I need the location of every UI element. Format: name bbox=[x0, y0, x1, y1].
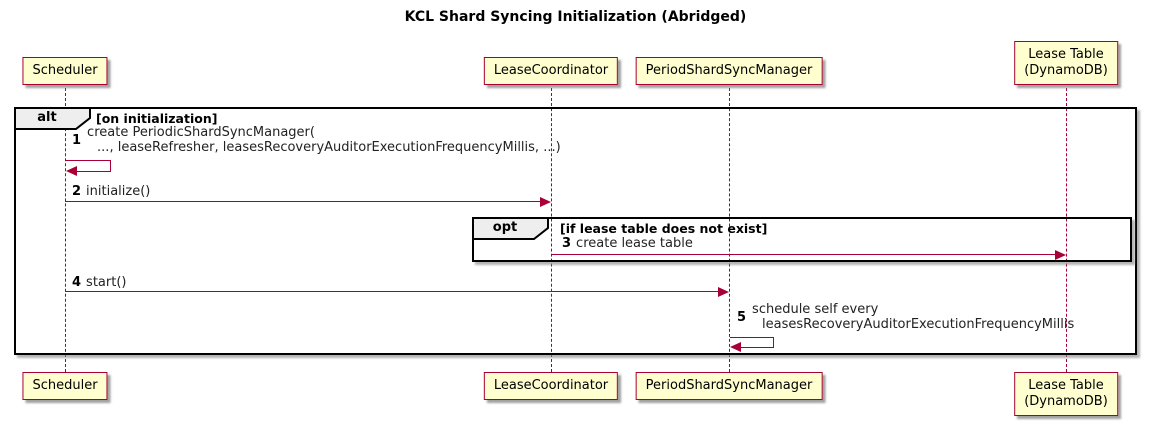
message-3-text: create lease table bbox=[576, 236, 693, 251]
lifeline-leasetable bbox=[1066, 88, 1067, 372]
message-1-arrowhead bbox=[66, 166, 77, 176]
alt-frame-condition: [on initialization] bbox=[96, 111, 218, 126]
participant-leasetable-bottom-label2: (DynamoDB) bbox=[1024, 394, 1108, 409]
message-4-arrowhead bbox=[718, 287, 729, 297]
lifeline-leasecoordinator bbox=[551, 88, 552, 372]
message-5-text: schedule self every leasesRecoveryAudito… bbox=[752, 302, 1074, 332]
message-1-line2: ..., leaseRefresher, leasesRecoveryAudit… bbox=[97, 140, 561, 155]
diagram-title: KCL Shard Syncing Initialization (Abridg… bbox=[404, 9, 747, 25]
message-1-number: 1 bbox=[72, 132, 82, 148]
message-2-text: initialize() bbox=[86, 184, 151, 199]
message-1-label: 1 create PeriodicShardSyncManager( ..., … bbox=[72, 125, 561, 155]
participant-leasecoordinator-top-label: LeaseCoordinator bbox=[493, 63, 609, 78]
message-4-number: 4 bbox=[72, 275, 82, 290]
message-5-arrow-top bbox=[730, 337, 774, 338]
message-3-arrowhead bbox=[1055, 250, 1066, 260]
participant-leasetable-top-label2: (DynamoDB) bbox=[1024, 63, 1108, 78]
message-5-number: 5 bbox=[737, 309, 747, 325]
message-5-arrowhead bbox=[730, 342, 741, 352]
alt-frame-label-shape bbox=[14, 107, 91, 130]
participant-periodshardsyncmanager-bottom: PeriodShardSyncManager bbox=[635, 372, 823, 400]
lifeline-periodshardsyncmanager bbox=[729, 88, 730, 372]
message-4-label: 4 start() bbox=[72, 275, 126, 290]
participant-periodshardsyncmanager-top-label: PeriodShardSyncManager bbox=[645, 63, 813, 78]
participant-leasetable-bottom: Lease Table (DynamoDB) bbox=[1014, 372, 1118, 416]
opt-frame-condition: [if lease table does not exist] bbox=[560, 221, 768, 236]
participant-leasecoordinator-bottom-label: LeaseCoordinator bbox=[493, 378, 609, 393]
opt-frame-label: opt bbox=[492, 220, 518, 235]
message-2-number: 2 bbox=[72, 184, 82, 199]
participant-scheduler-bottom-label: Scheduler bbox=[32, 378, 98, 393]
participant-scheduler-bottom: Scheduler bbox=[22, 372, 108, 400]
message-4-text: start() bbox=[86, 275, 127, 290]
message-2-label: 2 initialize() bbox=[72, 184, 150, 199]
message-1-arrow-side bbox=[110, 160, 111, 172]
message-5-label: 5 schedule self every leasesRecoveryAudi… bbox=[737, 302, 1074, 332]
participant-periodshardsyncmanager-top: PeriodShardSyncManager bbox=[635, 57, 823, 85]
participant-leasecoordinator-bottom: LeaseCoordinator bbox=[483, 372, 619, 400]
participant-leasetable-top: Lease Table (DynamoDB) bbox=[1014, 41, 1118, 85]
participant-scheduler-top: Scheduler bbox=[22, 57, 108, 85]
alt-frame: alt [on initialization] bbox=[14, 107, 1137, 355]
message-5-line2: leasesRecoveryAuditorExecutionFrequencyM… bbox=[762, 317, 1075, 332]
message-5-arrow-side bbox=[773, 337, 774, 348]
message-2-arrowhead bbox=[540, 197, 551, 207]
opt-frame: opt [if lease table does not exist] bbox=[472, 217, 1132, 262]
message-1-text: create PeriodicShardSyncManager( ..., le… bbox=[87, 125, 561, 155]
message-5-arrow-bottom bbox=[738, 346, 774, 348]
message-1-arrow-bottom bbox=[74, 170, 111, 172]
message-3-number: 3 bbox=[562, 236, 572, 251]
participant-leasetable-top-label: Lease Table bbox=[1028, 47, 1104, 62]
participant-leasecoordinator-top: LeaseCoordinator bbox=[483, 57, 619, 85]
participant-leasetable-bottom-label: Lease Table bbox=[1028, 378, 1104, 393]
message-3-arrow-line bbox=[551, 254, 1056, 255]
message-2-arrow-line bbox=[65, 201, 543, 202]
message-1-line1: create PeriodicShardSyncManager( bbox=[87, 125, 315, 140]
message-1-arrow-top bbox=[66, 160, 111, 161]
participant-scheduler-top-label: Scheduler bbox=[32, 63, 98, 78]
participant-periodshardsyncmanager-bottom-label: PeriodShardSyncManager bbox=[645, 378, 813, 393]
message-3-label: 3 create lease table bbox=[562, 236, 693, 251]
alt-frame-label: alt bbox=[37, 110, 57, 125]
lifeline-scheduler bbox=[65, 88, 66, 372]
message-4-arrow-line bbox=[65, 291, 721, 292]
message-5-line1: schedule self every bbox=[752, 302, 879, 317]
opt-frame-label-shape bbox=[472, 217, 549, 240]
